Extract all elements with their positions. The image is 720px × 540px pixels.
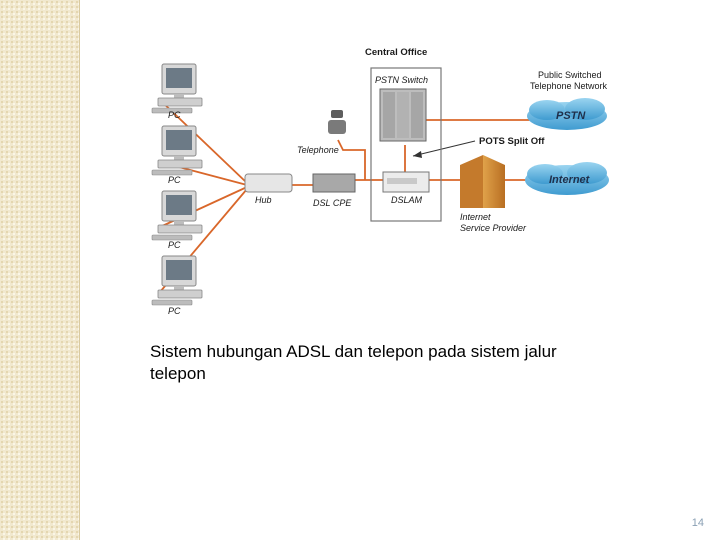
figure-caption: Sistem hubungan ADSL dan telepon pada si… bbox=[150, 342, 557, 383]
page-number: 14 bbox=[691, 517, 704, 529]
cloud-icon bbox=[527, 98, 607, 130]
dslam-label: DSLAM bbox=[391, 195, 423, 205]
computer-icon bbox=[151, 255, 203, 306]
modem-icon bbox=[312, 173, 356, 193]
public-switched-label-line1: Public Switched bbox=[538, 70, 602, 80]
central-office-label: Central Office bbox=[365, 47, 427, 58]
pc-label: PC bbox=[168, 306, 181, 316]
pots-arrow-head bbox=[413, 151, 422, 158]
adsl-network-diagram: Central Office PSTN Switch DSLAM Telepho… bbox=[135, 40, 615, 330]
internet-cloud-label: Internet bbox=[549, 174, 591, 186]
pots-split-off-label: POTS Split Off bbox=[479, 136, 545, 147]
pc-label: PC bbox=[168, 175, 181, 185]
building-icon bbox=[460, 155, 505, 208]
central-office-box bbox=[370, 67, 442, 222]
hub-icon bbox=[244, 173, 293, 193]
computer-icon bbox=[151, 125, 203, 176]
telephone-icon bbox=[328, 110, 346, 134]
dslam-icon bbox=[382, 171, 430, 193]
switch-rack-icon bbox=[379, 88, 427, 142]
cloud-icon bbox=[525, 162, 609, 195]
pots-arrow-line bbox=[412, 140, 476, 157]
dsl-cpe-label: DSL CPE bbox=[313, 198, 352, 208]
telephone-label: Telephone bbox=[297, 145, 339, 155]
pc-label: PC bbox=[168, 240, 181, 250]
pstn-cloud-label: PSTN bbox=[556, 110, 586, 122]
public-switched-label-line2: Telephone Network bbox=[530, 81, 608, 91]
decorative-side-strip bbox=[0, 0, 80, 540]
hub-label: Hub bbox=[255, 195, 272, 205]
pstn-switch-label: PSTN Switch bbox=[375, 75, 428, 85]
computer-icon bbox=[151, 63, 203, 114]
computer-icon bbox=[151, 190, 203, 241]
isp-label-line1: Internet bbox=[460, 212, 491, 222]
isp-label-line2: Service Provider bbox=[460, 223, 527, 233]
pc-label: PC bbox=[168, 110, 181, 120]
